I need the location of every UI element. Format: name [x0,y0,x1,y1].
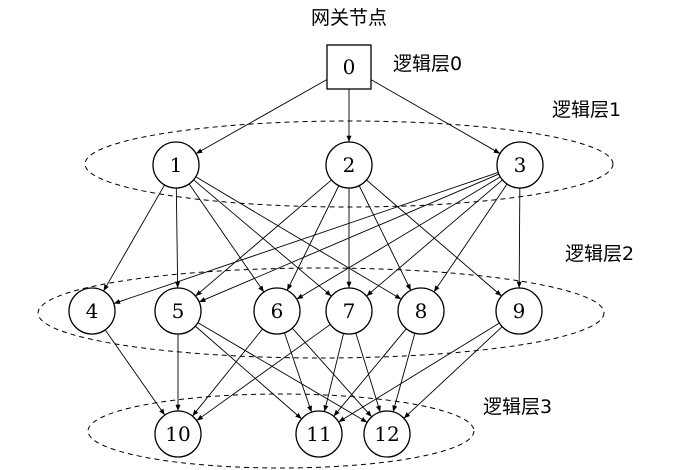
edge-1-5 [175,187,181,289]
edge-9-12 [403,326,503,419]
node-circle [495,287,543,335]
edge-2-5 [195,179,332,297]
node-7: 7 [325,287,373,335]
layer-1-label: 逻辑层1 [552,99,621,121]
node-circle [397,287,445,335]
edge-8-11 [333,328,407,417]
edge-6-11 [284,332,312,413]
edge-6-12 [291,327,373,418]
edge-2-8 [358,185,412,291]
edge-5-12 [197,322,368,423]
layer-2-label: 逻辑层2 [565,243,634,265]
node-5: 5 [154,287,202,335]
gateway-node: 0 [326,44,372,90]
node-circle [325,141,373,189]
edge-7-10 [196,324,331,421]
node-label: 7 [343,299,356,323]
edge-6-10 [192,328,263,417]
edge-9-11 [338,322,500,423]
node-circle [152,141,200,189]
edge-5-11 [195,325,302,420]
edge-3-4 [113,171,499,305]
node-11: 11 [295,410,343,458]
edge-3-8 [433,183,508,293]
node-label: 11 [306,422,331,446]
edge-1-8 [195,176,402,300]
layer-3-ellipse [87,393,475,469]
node-label: 4 [86,299,99,323]
node-label: 12 [374,422,399,446]
node-circle [253,287,301,335]
layer-0-label: 逻辑层0 [393,53,462,75]
node-label: 2 [343,153,356,177]
node-label: 6 [271,299,284,323]
node-label: 1 [170,153,183,177]
node-1: 1 [152,141,200,189]
node-circle [68,287,116,335]
edges [103,79,522,423]
edge-4-10 [104,329,166,416]
node-circle [295,410,343,458]
node-label: 5 [172,299,185,323]
edge-1-6 [188,183,265,293]
edge-3-7 [366,179,503,297]
edge-7-11 [323,333,344,412]
node-10: 10 [154,410,202,458]
node-circle [325,287,373,335]
node-circle [496,141,544,189]
layer-3-label: 逻辑层3 [483,396,552,418]
edge-3-6 [296,176,501,300]
node-circle [363,410,411,458]
edge-0-1 [195,79,328,155]
gateway-title: 网关节点 [311,7,387,29]
node-label: 3 [514,153,527,177]
edge-2-6 [286,185,340,291]
node-label: 10 [165,422,190,446]
node-circle [154,410,202,458]
edge-1-4 [103,184,165,292]
edge-1-7 [193,179,332,297]
edge-0-3 [370,79,501,154]
edge-3-9 [516,187,522,289]
node-12: 12 [363,410,411,458]
edge-7-12 [355,332,381,413]
edge-8-12 [392,333,416,412]
node-circle [154,287,202,335]
node-3: 3 [496,141,544,189]
edge-3-5 [198,173,500,303]
node-label: 0 [343,55,356,79]
node-8: 8 [397,287,445,335]
layer-2-ellipse [37,267,605,359]
node-6: 6 [253,287,301,335]
node-4: 4 [68,287,116,335]
node-label: 9 [513,299,526,323]
gateway-square [326,44,372,90]
node-label: 8 [415,299,428,323]
node-9: 9 [495,287,543,335]
node-2: 2 [325,141,373,189]
